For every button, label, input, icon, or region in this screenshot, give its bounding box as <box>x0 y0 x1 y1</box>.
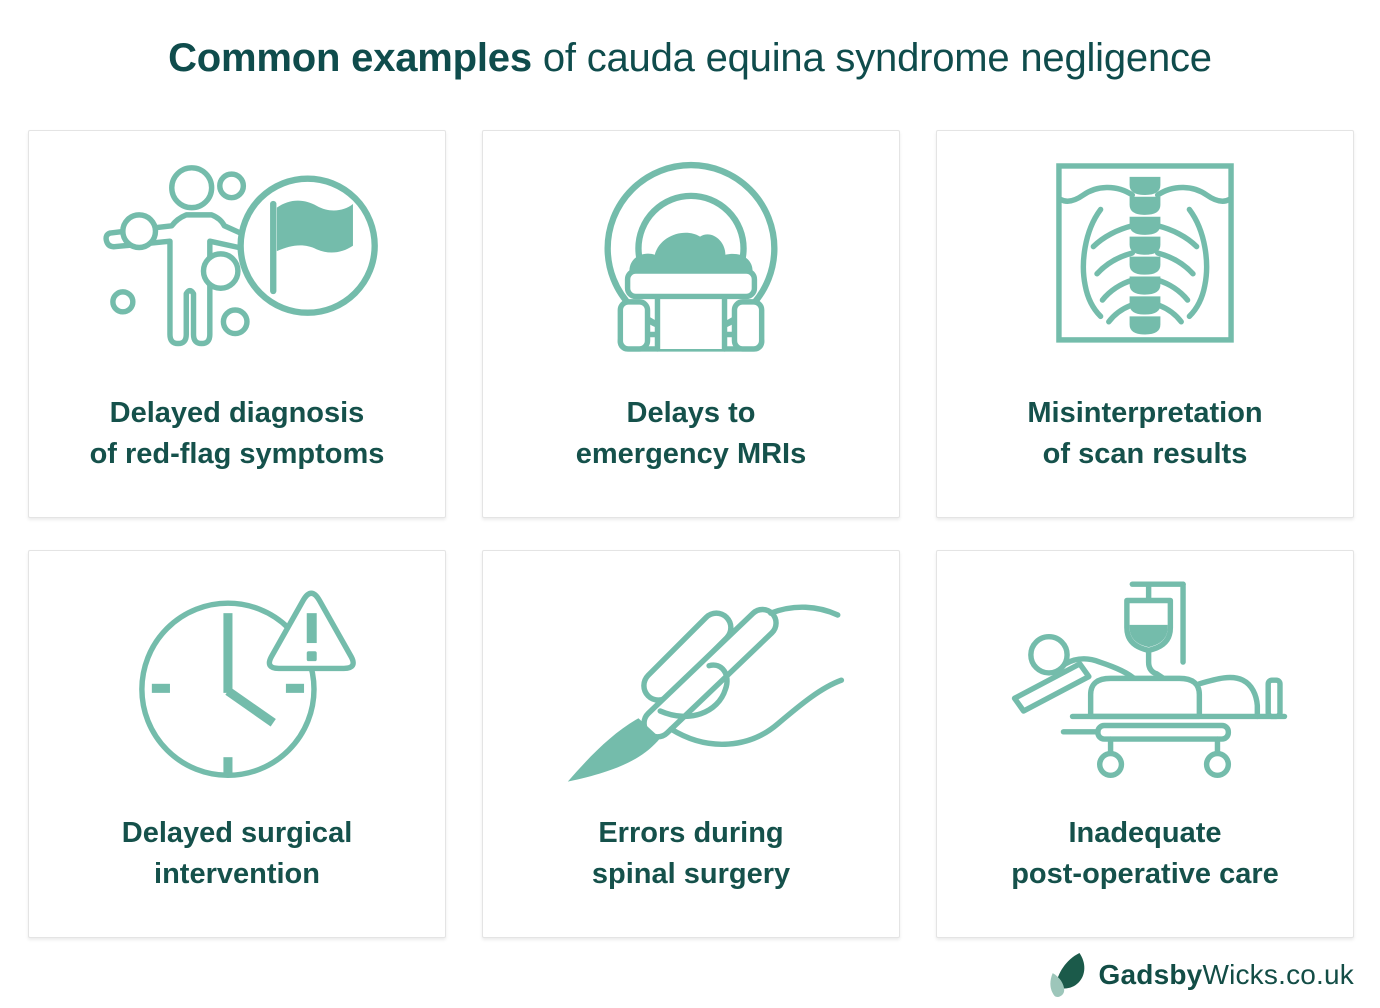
card-label: Delayed diagnosis of red-flag symptoms <box>90 393 385 476</box>
card-label: Inadequate post-operative care <box>1011 813 1279 896</box>
card-spinal-surgery-errors: Errors during spinal surgery <box>482 550 900 938</box>
card-label-line: intervention <box>154 858 320 891</box>
icon-wrap <box>83 551 391 813</box>
xray-scan-icon <box>1056 163 1234 343</box>
card-label-line: Delayed diagnosis <box>109 397 365 429</box>
icon-wrap <box>991 551 1299 813</box>
card-label: Misinterpretation of scan results <box>1027 393 1262 476</box>
scalpel-hand-icon <box>567 604 845 782</box>
icon-wrap <box>537 551 845 813</box>
page-title: Common examples of cauda equina syndrome… <box>0 0 1380 81</box>
card-delayed-diagnosis: Delayed diagnosis of red-flag symptoms <box>28 130 446 518</box>
card-label: Delayed surgical intervention <box>122 813 353 896</box>
red-flag-symptoms-icon <box>103 165 378 347</box>
gadsbywicks-logo-link[interactable]: GadsbyWicks.co.uk <box>1047 952 1354 998</box>
card-label-line: Delays to <box>626 397 756 429</box>
cards-grid: Delayed diagnosis of red-flag symptoms D <box>28 130 1354 938</box>
card-label-line: of red-flag symptoms <box>89 438 385 471</box>
card-label: Delays to emergency MRIs <box>576 393 807 476</box>
logo-text-bold: Gadsby <box>1098 959 1203 990</box>
card-emergency-mri: Delays to emergency MRIs <box>482 130 900 518</box>
page-title-rest: of cauda equina syndrome negligence <box>531 36 1212 80</box>
logo-text: GadsbyWicks.co.uk <box>1099 959 1354 991</box>
card-label-line: Errors during <box>598 817 784 849</box>
hospital-bed-icon <box>1011 581 1288 779</box>
leaf-logo-icon <box>1049 953 1084 997</box>
icon-wrap <box>991 131 1299 393</box>
card-label-line: of scan results <box>1042 438 1248 471</box>
icon-wrap <box>83 131 391 393</box>
card-delayed-surgery: Delayed surgical intervention <box>28 550 446 938</box>
card-label-line: Inadequate <box>1068 817 1222 849</box>
clock-warning-icon <box>139 590 356 779</box>
card-label-line: Misinterpretation <box>1027 397 1263 429</box>
card-scan-results: Misinterpretation of scan results <box>936 130 1354 518</box>
page-title-bold: Common examples <box>168 36 532 80</box>
card-label-line: post-operative care <box>1011 858 1279 891</box>
card-label-line: emergency MRIs <box>575 438 807 471</box>
card-label-line: Delayed surgical <box>121 817 353 849</box>
card-label-line: spinal surgery <box>591 858 791 891</box>
mri-scanner-icon <box>604 161 778 352</box>
icon-wrap <box>537 131 845 393</box>
card-post-operative-care: Inadequate post-operative care <box>936 550 1354 938</box>
card-label: Errors during spinal surgery <box>592 813 790 896</box>
logo-text-rest: Wicks.co.uk <box>1202 959 1354 990</box>
